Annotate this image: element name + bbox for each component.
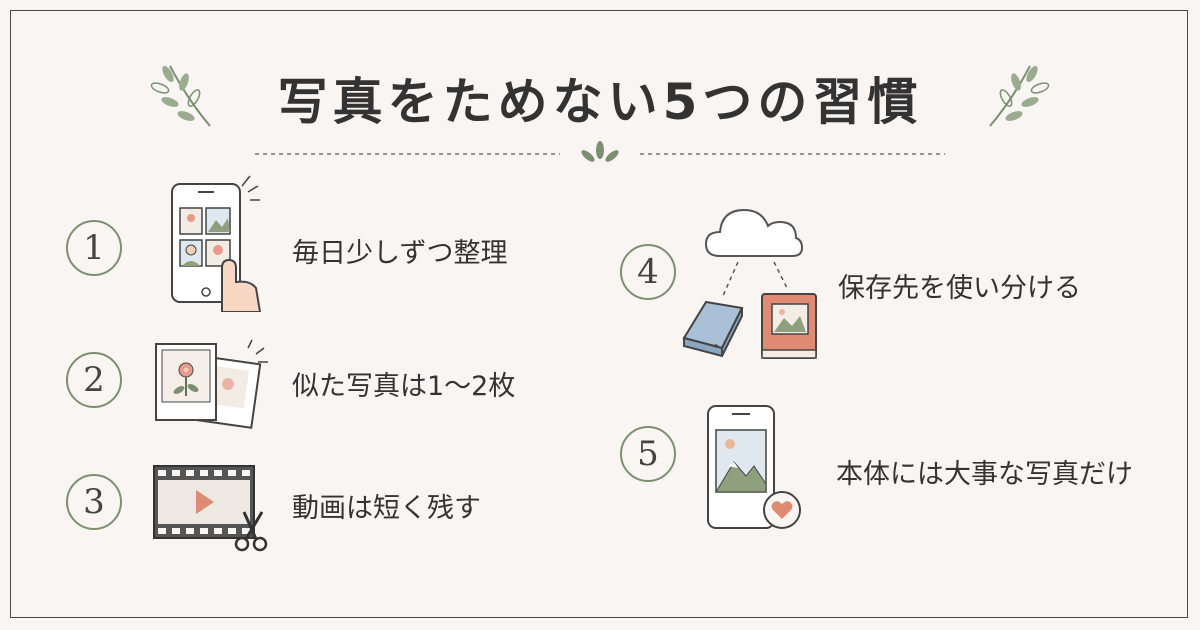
step-label-4: 保存先を使い分ける	[838, 273, 1081, 304]
laurel-right-icon	[989, 65, 1050, 127]
step-number-5: 5	[620, 426, 676, 482]
video-cut-icon	[153, 465, 268, 552]
step-label-3: 動画は短く残す	[292, 493, 481, 524]
step-label-2: 似た写真は1〜2枚	[292, 371, 516, 402]
outer-frame	[10, 10, 1188, 618]
title-divider	[255, 141, 945, 162]
step-number-3: 3	[66, 474, 122, 530]
step-number-1: 1	[66, 220, 122, 276]
step-number-2: 2	[66, 352, 122, 408]
step-label-1: 毎日少しずつ整理	[292, 238, 508, 269]
similar-photos-icon	[155, 339, 268, 429]
step-label-5: 本体には大事な写真だけ	[836, 459, 1133, 490]
phone-gallery-tap-icon	[171, 175, 262, 312]
cloud-storage-icon	[682, 208, 817, 359]
phone-favorite-photo-icon	[707, 405, 801, 529]
step-number-4: 4	[620, 244, 676, 300]
page-title: 写真をためない5つの習慣	[277, 73, 923, 131]
laurel-left-icon	[150, 65, 211, 127]
